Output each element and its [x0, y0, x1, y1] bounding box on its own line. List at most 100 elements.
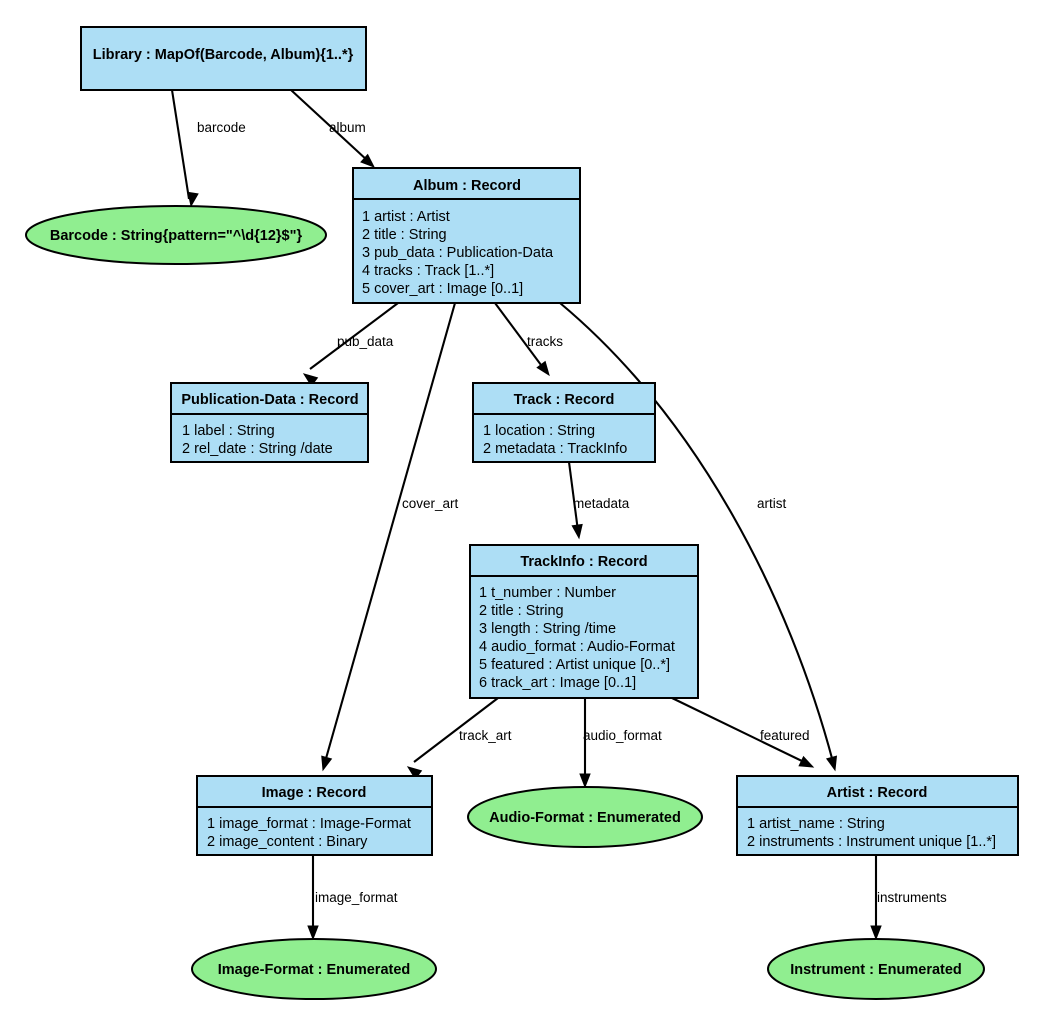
edge-image-image_format: image_format	[307, 855, 398, 941]
arrowhead-trackinfo-track_art	[406, 766, 423, 780]
edge-album-pub_data: pub_data	[302, 302, 399, 387]
edge-label-track-metadata: metadata	[573, 496, 630, 511]
edge-trackinfo-featured: featured	[671, 697, 815, 768]
node-title-image: Image : Record	[262, 785, 367, 801]
edge-line-trackinfo-featured	[671, 697, 807, 764]
node-field-publication-data-1: 1 label : String	[182, 423, 275, 439]
edge-line-album-cover_art	[323, 302, 457, 763]
edge-trackinfo-audio_format: audio_format	[579, 698, 662, 789]
node-title-barcode: Barcode : String{pattern="^\d{12}$"}	[50, 228, 303, 244]
edge-label-library-barcode: barcode	[197, 120, 246, 135]
record-box-publication-data[interactable]	[170, 382, 369, 463]
node-title-image-format: Image-Format : Enumerated	[218, 962, 411, 978]
edge-label-library-album: album	[329, 120, 366, 135]
edge-album-artist: artist	[559, 302, 838, 772]
arrowhead-trackinfo-featured	[798, 755, 815, 768]
edge-label-trackinfo-audio_format: audio_format	[583, 728, 662, 743]
arrowhead-track-metadata	[571, 523, 583, 540]
record-box-trackinfo[interactable]	[469, 544, 699, 699]
arrowhead-artist-instruments	[870, 925, 882, 941]
edge-album-cover_art: cover_art	[321, 302, 459, 772]
edge-label-trackinfo-track_art: track_art	[459, 728, 512, 743]
edge-label-artist-instruments: instruments	[877, 890, 947, 905]
node-field-image-2: 2 image_content : Binary	[207, 834, 368, 850]
arrowhead-trackinfo-audio_format	[579, 773, 591, 789]
enum-ellipse-audio-format[interactable]	[467, 786, 703, 848]
node-title-album: Album : Record	[413, 178, 521, 194]
record-box-library[interactable]	[80, 26, 367, 91]
arrowhead-album-pub_data	[302, 373, 319, 387]
arrowhead-album-tracks	[536, 360, 550, 377]
edge-line-track-metadata	[567, 461, 580, 532]
record-box-image[interactable]	[196, 775, 433, 856]
edge-label-album-cover_art: cover_art	[402, 496, 459, 511]
node-title-publication-data: Publication-Data : Record	[181, 392, 358, 408]
node-field-trackinfo-3: 3 length : String /time	[479, 621, 616, 637]
record-box-album[interactable]	[352, 167, 581, 304]
record-box-artist[interactable]	[736, 775, 1019, 856]
node-title-library: Library : MapOf(Barcode, Album){1..*}	[93, 47, 354, 63]
node-field-artist-1: 1 artist_name : String	[747, 816, 885, 832]
node-field-album-5: 5 cover_art : Image [0..1]	[362, 281, 523, 297]
node-title-track: Track : Record	[514, 392, 615, 408]
node-library[interactable]: Library : MapOf(Barcode, Album){1..*}	[80, 26, 367, 91]
edge-line-trackinfo-track_art	[413, 697, 499, 763]
node-title-artist: Artist : Record	[827, 785, 928, 801]
node-field-track-1: 1 location : String	[483, 423, 595, 439]
node-field-artist-2: 2 instruments : Instrument unique [1..*]	[747, 834, 996, 850]
enum-ellipse-image-format[interactable]	[191, 938, 437, 1000]
arrowhead-image-image_format	[307, 925, 319, 941]
node-field-trackinfo-4: 4 audio_format : Audio-Format	[479, 639, 675, 655]
node-artist[interactable]: Artist : Record 1 artist_name : String 2 i…	[736, 775, 1019, 856]
node-trackinfo[interactable]: TrackInfo : Record 1 t_number : Number 2 t…	[469, 544, 699, 699]
edge-line-library-barcode	[170, 89, 191, 200]
edge-line-library-album	[290, 89, 369, 162]
edge-label-album-pub_data: pub_data	[337, 334, 394, 349]
record-box-track[interactable]	[472, 382, 656, 463]
node-field-trackinfo-6: 6 track_art : Image [0..1]	[479, 675, 636, 691]
edge-label-image-image_format: image_format	[315, 890, 398, 905]
node-track[interactable]: Track : Record 1 location : String 2 metad…	[472, 382, 656, 463]
node-field-track-2: 2 metadata : TrackInfo	[483, 441, 627, 457]
edge-layer: barcode album pub_data tracks cover_art artis…	[170, 89, 947, 941]
edge-track-metadata: metadata	[567, 461, 630, 540]
arrowhead-album-artist	[825, 755, 838, 772]
edge-line-album-pub_data	[309, 302, 399, 370]
arrowhead-library-album	[360, 153, 376, 168]
node-barcode[interactable]: Barcode : String{pattern="^\d{12}$"}	[25, 205, 327, 265]
edge-library-album: album	[290, 89, 376, 168]
node-field-album-3: 3 pub_data : Publication-Data	[362, 245, 554, 261]
node-layer: Library : MapOf(Barcode, Album){1..*} Bar…	[25, 26, 1019, 1000]
node-field-trackinfo-5: 5 featured : Artist unique [0..*]	[479, 657, 670, 673]
arrowhead-album-cover_art	[321, 755, 333, 772]
node-field-trackinfo-2: 2 title : String	[479, 603, 564, 619]
edge-label-trackinfo-featured: featured	[760, 728, 810, 743]
enum-ellipse-instrument[interactable]	[767, 938, 985, 1000]
node-image[interactable]: Image : Record 1 image_format : Image-For…	[196, 775, 433, 856]
enum-ellipse-barcode[interactable]	[25, 205, 327, 265]
node-image-format[interactable]: Image-Format : Enumerated	[191, 938, 437, 1000]
node-field-album-1: 1 artist : Artist	[362, 209, 450, 225]
edge-album-tracks: tracks	[494, 302, 563, 377]
node-album[interactable]: Album : Record 1 artist : Artist 2 title :…	[352, 167, 581, 304]
node-instrument[interactable]: Instrument : Enumerated	[767, 938, 985, 1000]
node-field-image-1: 1 image_format : Image-Format	[207, 816, 411, 832]
node-field-trackinfo-1: 1 t_number : Number	[479, 585, 616, 601]
arrowhead-library-barcode	[187, 191, 199, 208]
node-audio-format[interactable]: Audio-Format : Enumerated	[467, 786, 703, 848]
node-title-instrument: Instrument : Enumerated	[790, 962, 962, 978]
node-field-publication-data-2: 2 rel_date : String /date	[182, 441, 333, 457]
edge-library-barcode: barcode	[170, 89, 246, 208]
node-field-album-2: 2 title : String	[362, 227, 447, 243]
edge-artist-instruments: instruments	[870, 855, 947, 941]
node-title-trackinfo: TrackInfo : Record	[520, 554, 647, 570]
edge-trackinfo-track_art: track_art	[406, 697, 512, 780]
node-publication-data[interactable]: Publication-Data : Record 1 label : Strin…	[170, 382, 369, 463]
edge-line-album-tracks	[494, 302, 545, 370]
edge-label-album-tracks: tracks	[527, 334, 563, 349]
edge-label-album-artist: artist	[757, 496, 787, 511]
edge-line-album-artist	[559, 302, 835, 763]
node-field-album-4: 4 tracks : Track [1..*]	[362, 263, 494, 279]
